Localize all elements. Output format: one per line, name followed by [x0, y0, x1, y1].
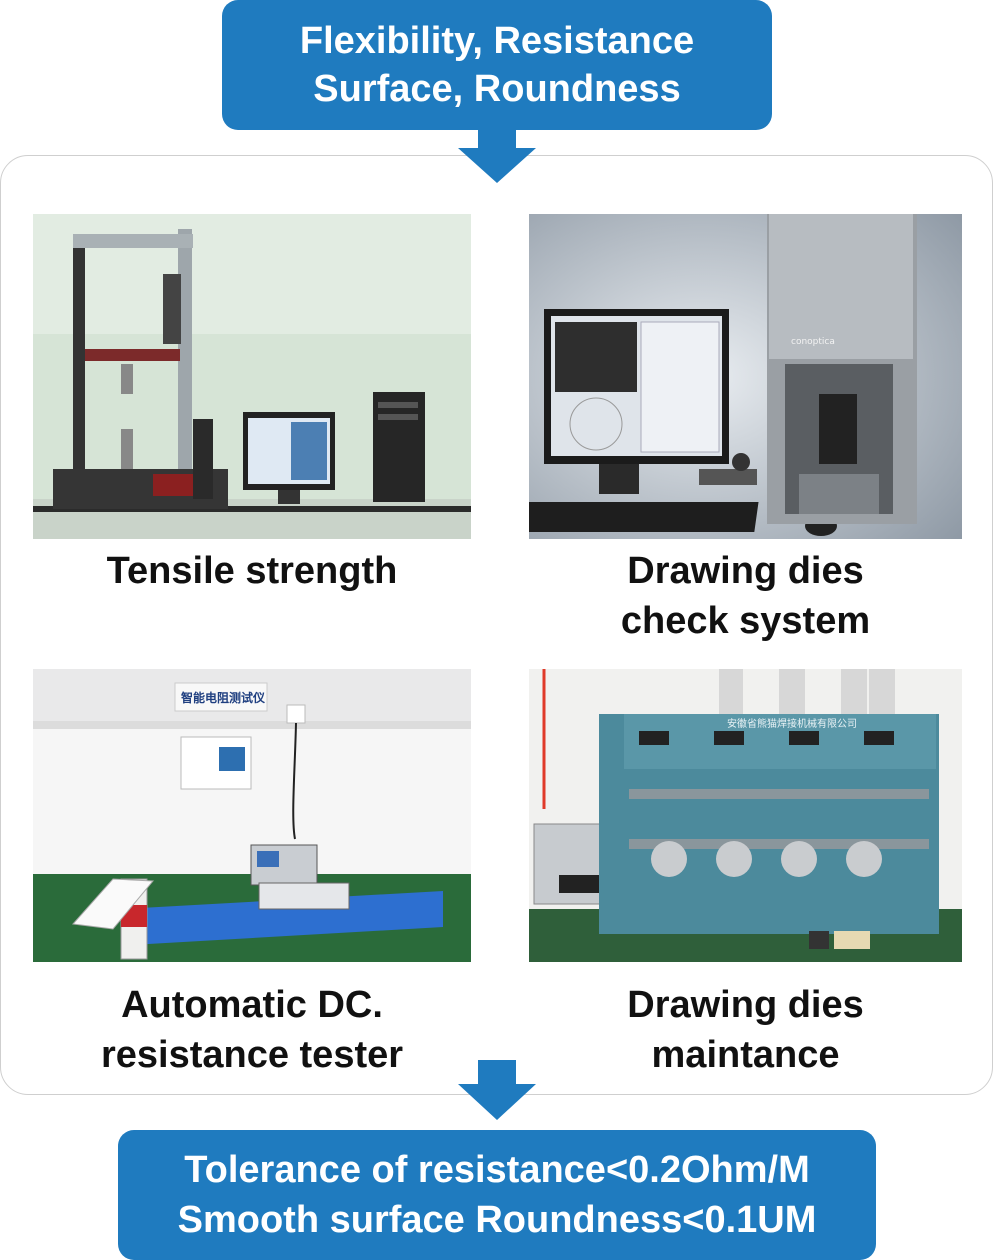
- bottom-result-line1: Tolerance of resistance<0.2Ohm/M: [184, 1149, 810, 1191]
- caption-drawing-dies-check-system: Drawing dies check system: [529, 546, 962, 646]
- tensile-tester-photo: [33, 214, 471, 539]
- caption-line2: maintance: [651, 1034, 840, 1076]
- caption-line1: Drawing dies: [627, 984, 864, 1026]
- machine-plate-text: 安徽省熊猫焊接机械有限公司: [727, 717, 857, 730]
- bottom-result-box: Tolerance of resistance<0.2Ohm/M Smooth …: [118, 1130, 876, 1260]
- caption-line2: check system: [620, 600, 871, 642]
- top-heading-line1: Flexibility, Resistance: [299, 20, 695, 62]
- device-brand-text: conoptica: [791, 337, 835, 347]
- caption-tensile-strength: Tensile strength: [33, 546, 471, 596]
- resistance-tester-photo: 智能电阻测试仪: [33, 669, 471, 962]
- arrow-down-icon: [458, 1060, 536, 1120]
- caption-line1: Automatic DC.: [121, 984, 383, 1026]
- die-maintenance-machine-photo: 安徽省熊猫焊接机械有限公司: [529, 669, 962, 962]
- caption-line1: Tensile strength: [106, 550, 398, 592]
- top-heading-line2: Surface, Roundness: [313, 68, 681, 110]
- bottom-result-line2: Smooth surface Roundness<0.1UM: [177, 1199, 817, 1241]
- caption-automatic-dc-resistance-tester: Automatic DC. resistance tester: [33, 980, 471, 1080]
- top-heading-box: Flexibility, Resistance Surface, Roundne…: [222, 0, 772, 130]
- caption-line1: Drawing dies: [627, 550, 864, 592]
- arrow-down-icon: [458, 128, 536, 183]
- caption-drawing-dies-maintance: Drawing dies maintance: [529, 980, 962, 1080]
- caption-line2: resistance tester: [100, 1034, 404, 1076]
- lab-sign-text: 智能电阻测试仪: [180, 690, 266, 705]
- die-check-system-photo: conoptica: [529, 214, 962, 539]
